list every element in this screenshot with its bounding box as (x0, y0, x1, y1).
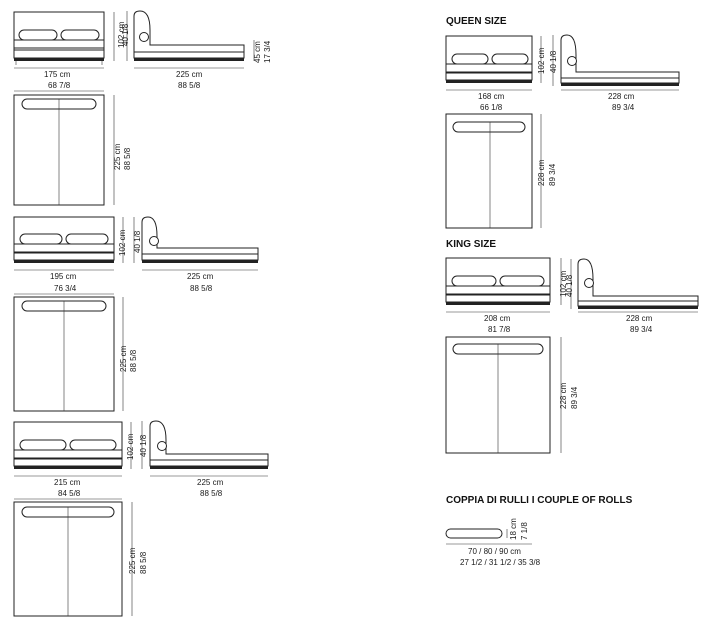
king-length: 228 cm (626, 314, 653, 323)
bed-175-width: 175 cm (44, 70, 71, 79)
queen-plan-length-in: 89 3/4 (548, 163, 557, 186)
queen-height: 102 cm (537, 47, 546, 74)
queen-head-height: 40 1/8 (549, 50, 558, 73)
bed-215-head-height: 40 1/8 (139, 434, 148, 457)
bed-195-height: 102 cm (118, 229, 127, 256)
bed-215-height: 102 cm (126, 433, 135, 460)
king-head-height: 40 1/8 (565, 274, 574, 297)
king-width: 208 cm (484, 314, 511, 323)
queen-plan-view: 228 cm 89 3/4 (445, 113, 557, 229)
bed-175-width-in: 68 7/8 (48, 81, 71, 90)
queen-side-view: 40 1/8 228 cm 89 3/4 (549, 34, 680, 112)
bed-195-head-height: 40 1/8 (133, 230, 142, 253)
queen-length-in: 89 3/4 (612, 103, 635, 112)
bed-175-length-in: 88 5/8 (178, 81, 201, 90)
queen-width: 168 cm (478, 92, 505, 101)
bed-195-width-in: 76 3/4 (54, 284, 77, 293)
bed-215-width: 215 cm (54, 478, 81, 487)
bed-195-width: 195 cm (50, 272, 77, 281)
bed-175-plan-view: 68 7/8 225 cm 88 5/8 (13, 81, 132, 206)
bed-215-plan-length-in: 88 5/8 (139, 551, 148, 574)
king-width-in: 81 7/8 (488, 325, 511, 334)
roll-diameter-cm: 18 cm (509, 518, 518, 540)
king-size-title: KING SIZE (446, 239, 496, 250)
bed-175-length: 225 cm (176, 70, 203, 79)
king-front-view: 102 cm 208 cm 81 7/8 (445, 257, 568, 334)
bed-195-length: 225 cm (187, 272, 214, 281)
bed-215-plan-view: 225 cm 88 5/8 (13, 498, 148, 617)
bed-195-plan-view: 225 cm 88 5/8 (13, 293, 138, 412)
bed-195-side-view: 40 1/8 225 cm 88 5/8 (133, 216, 259, 293)
bed-175-side-view: 40 1/8 45 cm 17 3/4 225 cm 88 5/8 (121, 10, 272, 90)
roll-lengths-cm: 70 / 80 / 90 cm (468, 547, 521, 556)
roll-lengths-in: 27 1/2 / 31 1/2 / 35 3/8 (460, 558, 541, 567)
bed-215-width-in: 84 5/8 (58, 489, 81, 498)
bed-175-base-height-in: 17 3/4 (263, 40, 272, 63)
queen-plan-length: 228 cm (537, 159, 546, 186)
king-length-in: 89 3/4 (630, 325, 653, 334)
queen-size-title: QUEEN SIZE (446, 16, 507, 27)
bed-195-plan-length: 225 cm (119, 345, 128, 372)
king-side-view: 40 1/8 228 cm 89 3/4 (565, 258, 699, 334)
bed-175-head-height: 40 1/8 (121, 23, 130, 46)
rolls-title: COPPIA DI RULLI I COUPLE OF ROLLS (446, 495, 633, 506)
king-plan-length: 228 cm (559, 382, 568, 409)
bed-195-length-in: 88 5/8 (190, 284, 213, 293)
bed-175-base-height-cm: 45 cm (253, 41, 262, 63)
king-height: 102 cm (559, 270, 568, 297)
bed-175-height: 102 cm (117, 21, 126, 48)
roll-diagram: 18 cm 7 1/8 70 / 80 / 90 cm 27 1/2 / 31 … (445, 518, 541, 567)
bed-215-side-view: 40 1/8 225 cm 88 5/8 (139, 420, 269, 498)
bed-215-length-in: 88 5/8 (200, 489, 223, 498)
queen-width-in: 66 1/8 (480, 103, 503, 112)
king-plan-view: 228 cm 89 3/4 (445, 336, 579, 454)
bed-195-plan-length-in: 88 5/8 (129, 349, 138, 372)
king-plan-length-in: 89 3/4 (570, 386, 579, 409)
queen-length: 228 cm (608, 92, 635, 101)
bed-175-front-view: 102 cm 175 cm (13, 11, 126, 79)
bed-175-plan-length: 225 cm (113, 143, 122, 170)
bed-175-plan-length-in: 88 5/8 (123, 147, 132, 170)
queen-front-view: 102 cm 168 cm 66 1/8 (445, 35, 546, 112)
bed-215-plan-length: 225 cm (128, 547, 137, 574)
bed-215-front-view: 102 cm 215 cm 84 5/8 (13, 421, 135, 498)
bed-195-front-view: 102 cm 195 cm 76 3/4 (13, 216, 127, 293)
roll-diameter-in: 7 1/8 (520, 522, 529, 540)
bed-215-length: 225 cm (197, 478, 224, 487)
